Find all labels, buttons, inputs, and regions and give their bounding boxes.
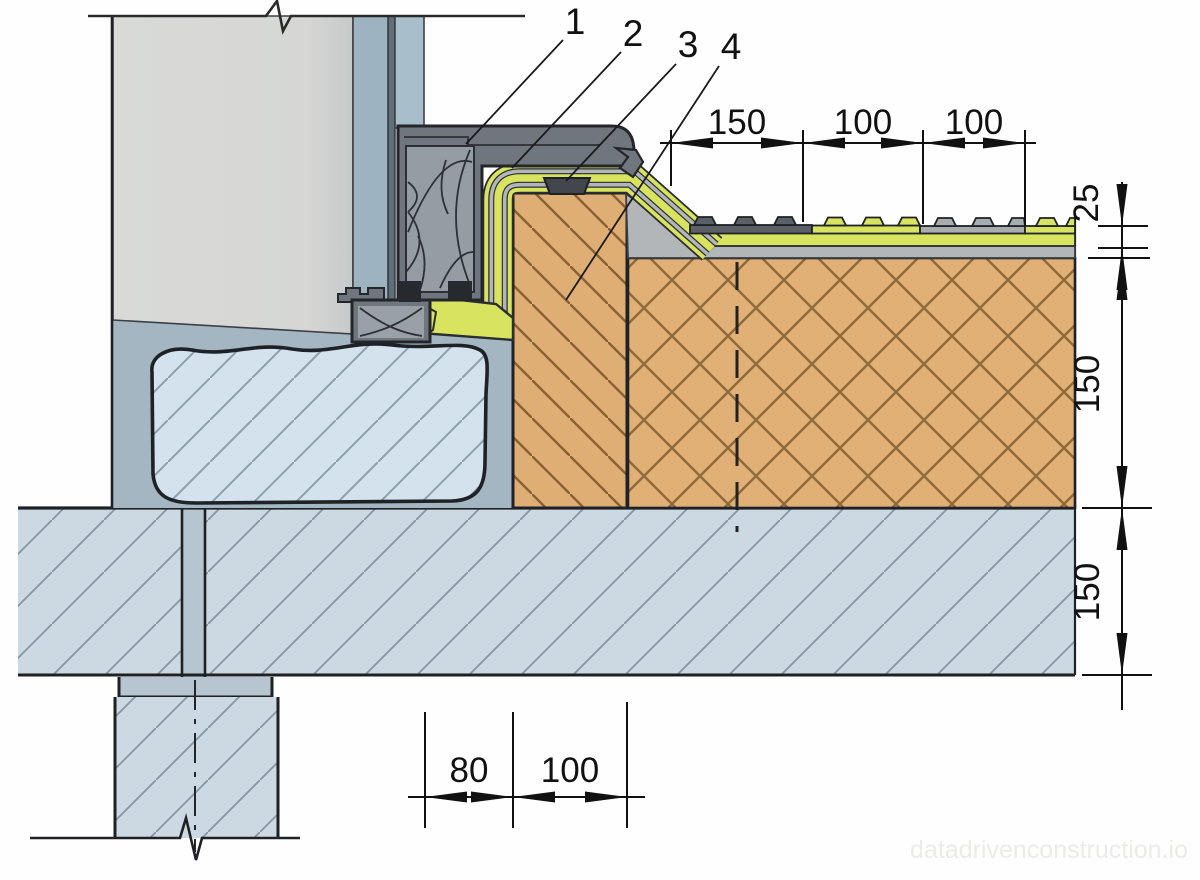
wall-layer-plaster (352, 15, 391, 335)
dimension-chain-right (1082, 182, 1152, 710)
slab-joint (182, 508, 205, 677)
sheet-dark (689, 216, 813, 235)
dim-top-100b: 100 (945, 103, 1003, 142)
dim-right-150a: 150 (1068, 355, 1107, 413)
pier-body (115, 697, 278, 838)
dim-bottom-80: 80 (450, 751, 489, 790)
sill-block-core (358, 306, 424, 338)
callout-3: 3 (678, 24, 699, 65)
support-pier (30, 677, 300, 861)
membrane-layers (482, 162, 723, 324)
dimension-chain-bottom (408, 702, 645, 828)
slab-right-piece (205, 508, 1075, 675)
wall-layer-jamb (394, 15, 425, 129)
sheet-yellow-2 (1024, 217, 1076, 235)
frame-gasket-left (448, 281, 472, 300)
watermark: datadrivenconstruction.io (910, 836, 1188, 864)
callout-2: 2 (623, 13, 644, 54)
sill-profile (337, 281, 432, 344)
dimension-chain-top (660, 130, 1036, 226)
interior-finish (112, 15, 354, 335)
dim-bottom-100: 100 (541, 751, 599, 790)
dim-top-100a: 100 (834, 103, 892, 142)
sheet-yellow-1 (811, 216, 922, 235)
window-frame-profile (337, 124, 645, 344)
protective-sheets (689, 216, 1076, 235)
frame-drip-edge (612, 146, 645, 179)
break-symbol-bottom (30, 812, 300, 861)
dim-top-150: 150 (708, 103, 766, 142)
frame-insulation-swirls (405, 149, 474, 291)
sill-cross-mark (359, 307, 423, 337)
blind-frame-edge (387, 15, 396, 303)
leader-1 (465, 39, 564, 145)
sill-gasket (399, 281, 421, 302)
leader-4 (565, 65, 720, 301)
callout-1: 1 (565, 1, 586, 42)
leader-3 (565, 63, 677, 182)
wall-assembly (110, 15, 513, 508)
dim-right-150b: 150 (1068, 563, 1107, 621)
slab-left-piece (18, 508, 182, 675)
callout-4: 4 (721, 26, 742, 67)
wall-cut-line-top (88, 0, 525, 35)
leader-2 (511, 51, 622, 169)
masonry-infill (150, 342, 489, 505)
substrate-layers (511, 191, 1077, 510)
wood-blocking (511, 191, 629, 510)
dim-right-25: 25 (1067, 184, 1106, 223)
joint-seal-tape (542, 177, 592, 195)
floor-slab (18, 213, 1077, 677)
perimeter-insulation (626, 256, 1077, 510)
callout-leaders (465, 39, 720, 301)
sheet-gray (919, 217, 1027, 235)
membrane-flat-band (689, 232, 1076, 247)
